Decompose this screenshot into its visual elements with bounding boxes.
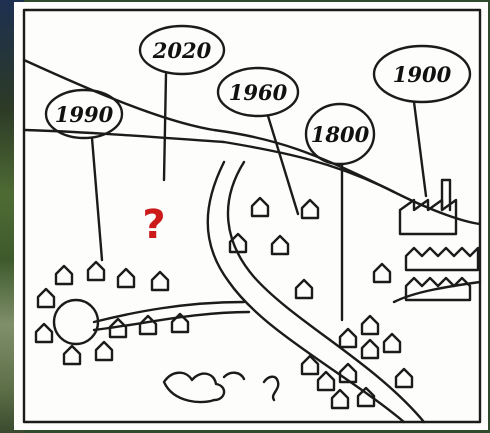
house-icon <box>396 369 412 387</box>
house-icon <box>332 390 348 408</box>
label-1960: 1960 <box>229 80 288 105</box>
house-icon <box>362 316 378 334</box>
label-1800: 1800 <box>311 122 370 147</box>
house-icon <box>302 200 318 218</box>
sketch-card: 2020 1990 1960 1800 1900 ? <box>14 2 488 430</box>
cloud-bushes-icon <box>164 373 224 402</box>
row-houses-icon <box>406 248 478 270</box>
callout-1990: 1990 <box>46 90 122 260</box>
bush-stroke <box>224 373 244 379</box>
house-icon <box>140 316 156 334</box>
river-or-road-left <box>208 162 404 422</box>
house-icon <box>56 266 72 284</box>
house-icon <box>152 272 168 290</box>
house-icon <box>88 262 104 280</box>
label-1990: 1990 <box>55 102 114 127</box>
house-icon <box>296 280 312 298</box>
callout-1800: 1800 <box>306 104 374 320</box>
settlement-timeline-sketch: 2020 1990 1960 1800 1900 ? <box>14 2 488 430</box>
factory-icon <box>400 200 456 234</box>
pond-icon <box>54 300 98 344</box>
houses-1960 <box>230 198 318 298</box>
house-icon <box>272 236 288 254</box>
house-icon <box>318 372 334 390</box>
label-1900: 1900 <box>393 62 452 87</box>
house-icon <box>374 264 390 282</box>
houses-1990 <box>36 262 188 364</box>
label-2020: 2020 <box>152 38 212 63</box>
factory-1900 <box>400 180 478 300</box>
callout-1900: 1900 <box>374 46 470 196</box>
house-icon <box>38 289 54 307</box>
house-icon <box>340 329 356 347</box>
house-icon <box>252 198 268 216</box>
house-icon <box>118 269 134 287</box>
house-icon <box>384 334 400 352</box>
bush-stroke-2 <box>264 377 278 400</box>
house-icon <box>362 340 378 358</box>
chimney-icon <box>442 180 450 210</box>
house-icon <box>64 346 80 364</box>
question-mark: ? <box>142 202 165 248</box>
callout-2020: 2020 <box>140 26 224 180</box>
house-icon <box>96 342 112 360</box>
house-icon <box>36 324 52 342</box>
